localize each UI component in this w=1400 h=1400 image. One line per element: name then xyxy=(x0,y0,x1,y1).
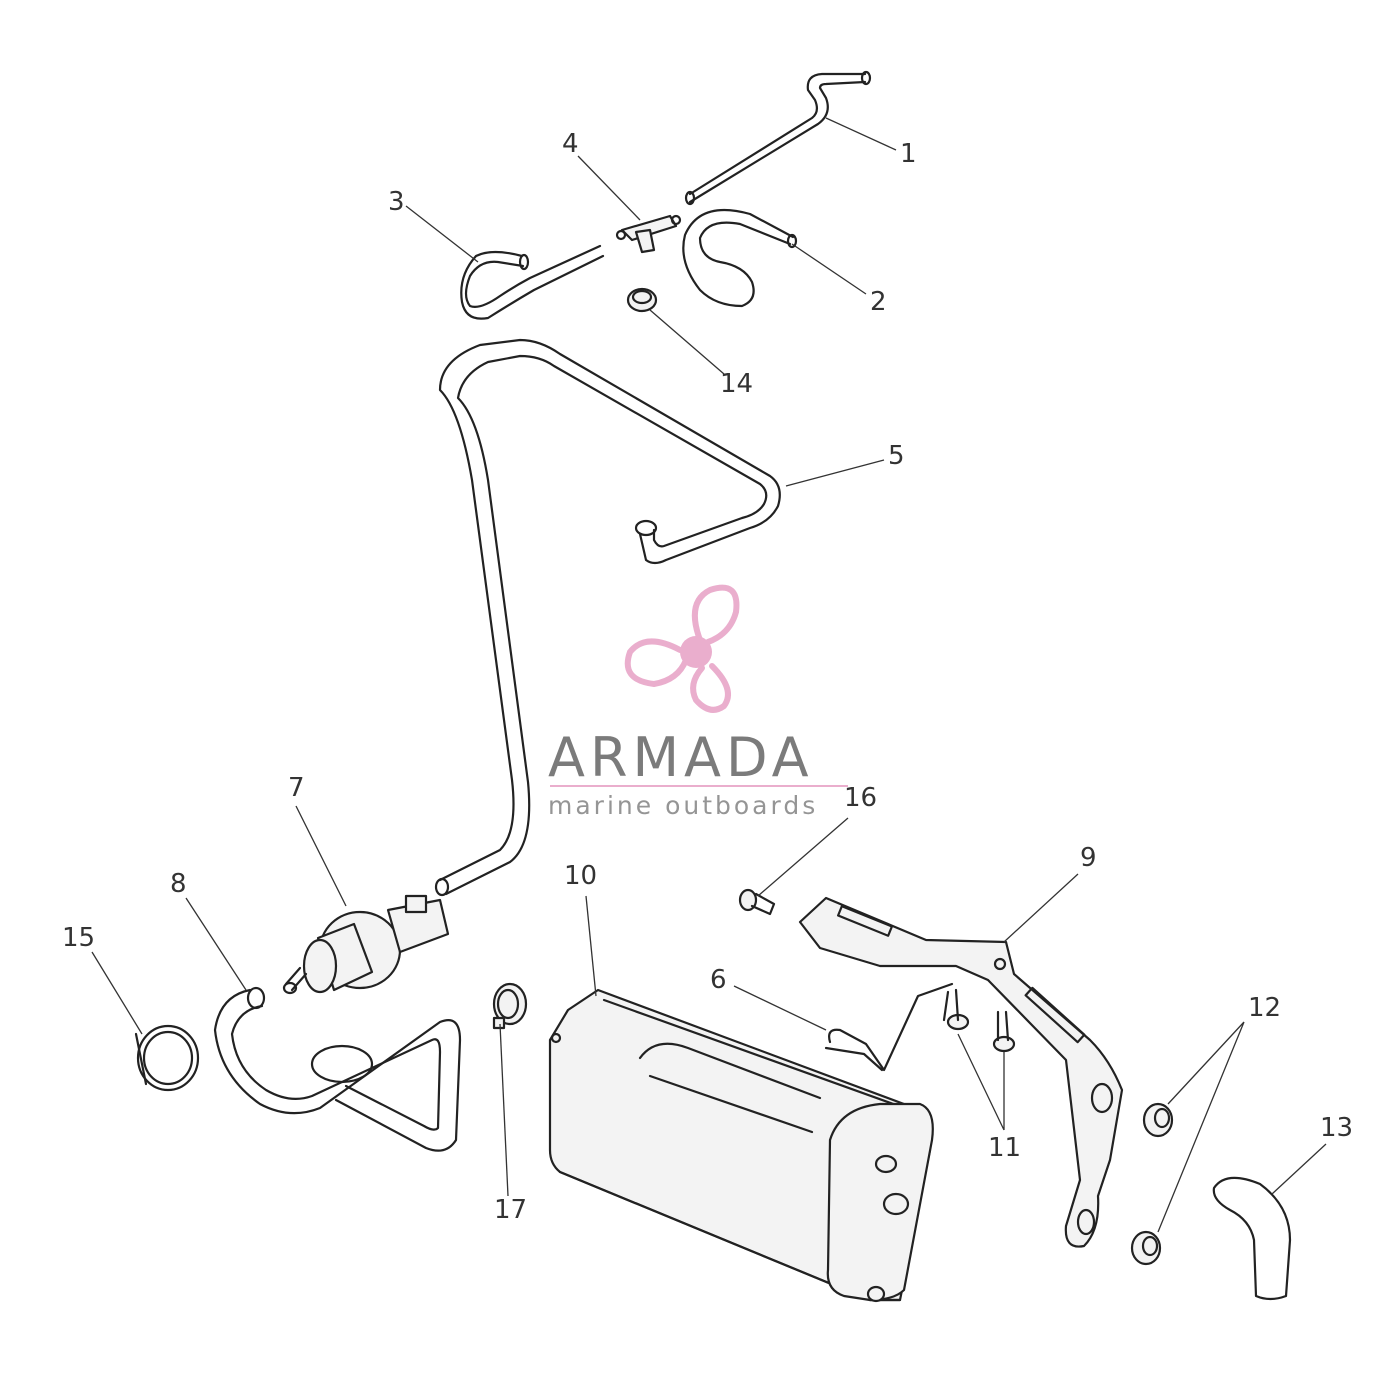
part-1-hose xyxy=(684,70,872,206)
propeller-hub xyxy=(680,636,712,668)
part-13-elbow-hose xyxy=(1212,1176,1292,1301)
callout-15: 15 xyxy=(62,923,95,953)
callout-9: 9 xyxy=(1080,843,1097,873)
part-15-hose-clamp xyxy=(134,1024,200,1092)
part-12-grommets xyxy=(1130,1102,1174,1266)
part-3-hose xyxy=(460,244,605,320)
part-10-canister xyxy=(548,988,934,1303)
part-6-wire-clip xyxy=(824,982,954,1072)
armada-watermark: ARMADA marine outboards xyxy=(548,584,848,820)
callout-3: 3 xyxy=(388,187,405,217)
callout-labels: 1 2 3 4 5 6 7 8 9 10 11 12 13 14 15 16 1… xyxy=(62,129,1353,1225)
part-17-clamp xyxy=(492,982,528,1030)
callout-5: 5 xyxy=(888,441,905,471)
callout-12: 12 xyxy=(1248,993,1281,1023)
callout-1: 1 xyxy=(900,139,917,169)
callout-14: 14 xyxy=(720,369,753,399)
callout-2: 2 xyxy=(870,287,887,317)
brand-name: ARMADA xyxy=(548,726,814,789)
part-8-hose xyxy=(213,986,462,1152)
part-14-clamp xyxy=(626,287,658,313)
part-2-hose xyxy=(682,208,798,308)
callout-13: 13 xyxy=(1320,1113,1353,1143)
callout-17: 17 xyxy=(494,1195,527,1225)
callout-16: 16 xyxy=(844,783,877,813)
callout-6: 6 xyxy=(710,965,727,995)
part-9-bracket xyxy=(798,896,1124,1248)
callout-11: 11 xyxy=(988,1133,1021,1163)
brand-tagline: marine outboards xyxy=(548,791,818,820)
part-5-hose xyxy=(434,338,781,897)
part-7-valve xyxy=(282,894,450,995)
leader-lines xyxy=(91,117,1327,1233)
part-16-screw xyxy=(738,888,776,916)
propeller-logo-icon xyxy=(624,584,740,713)
callout-10: 10 xyxy=(564,861,597,891)
part-11-bolts xyxy=(942,988,1016,1053)
callout-8: 8 xyxy=(170,869,187,899)
callout-4: 4 xyxy=(562,129,579,159)
part-4-tee-fitting xyxy=(615,214,682,254)
callout-7: 7 xyxy=(288,773,305,803)
